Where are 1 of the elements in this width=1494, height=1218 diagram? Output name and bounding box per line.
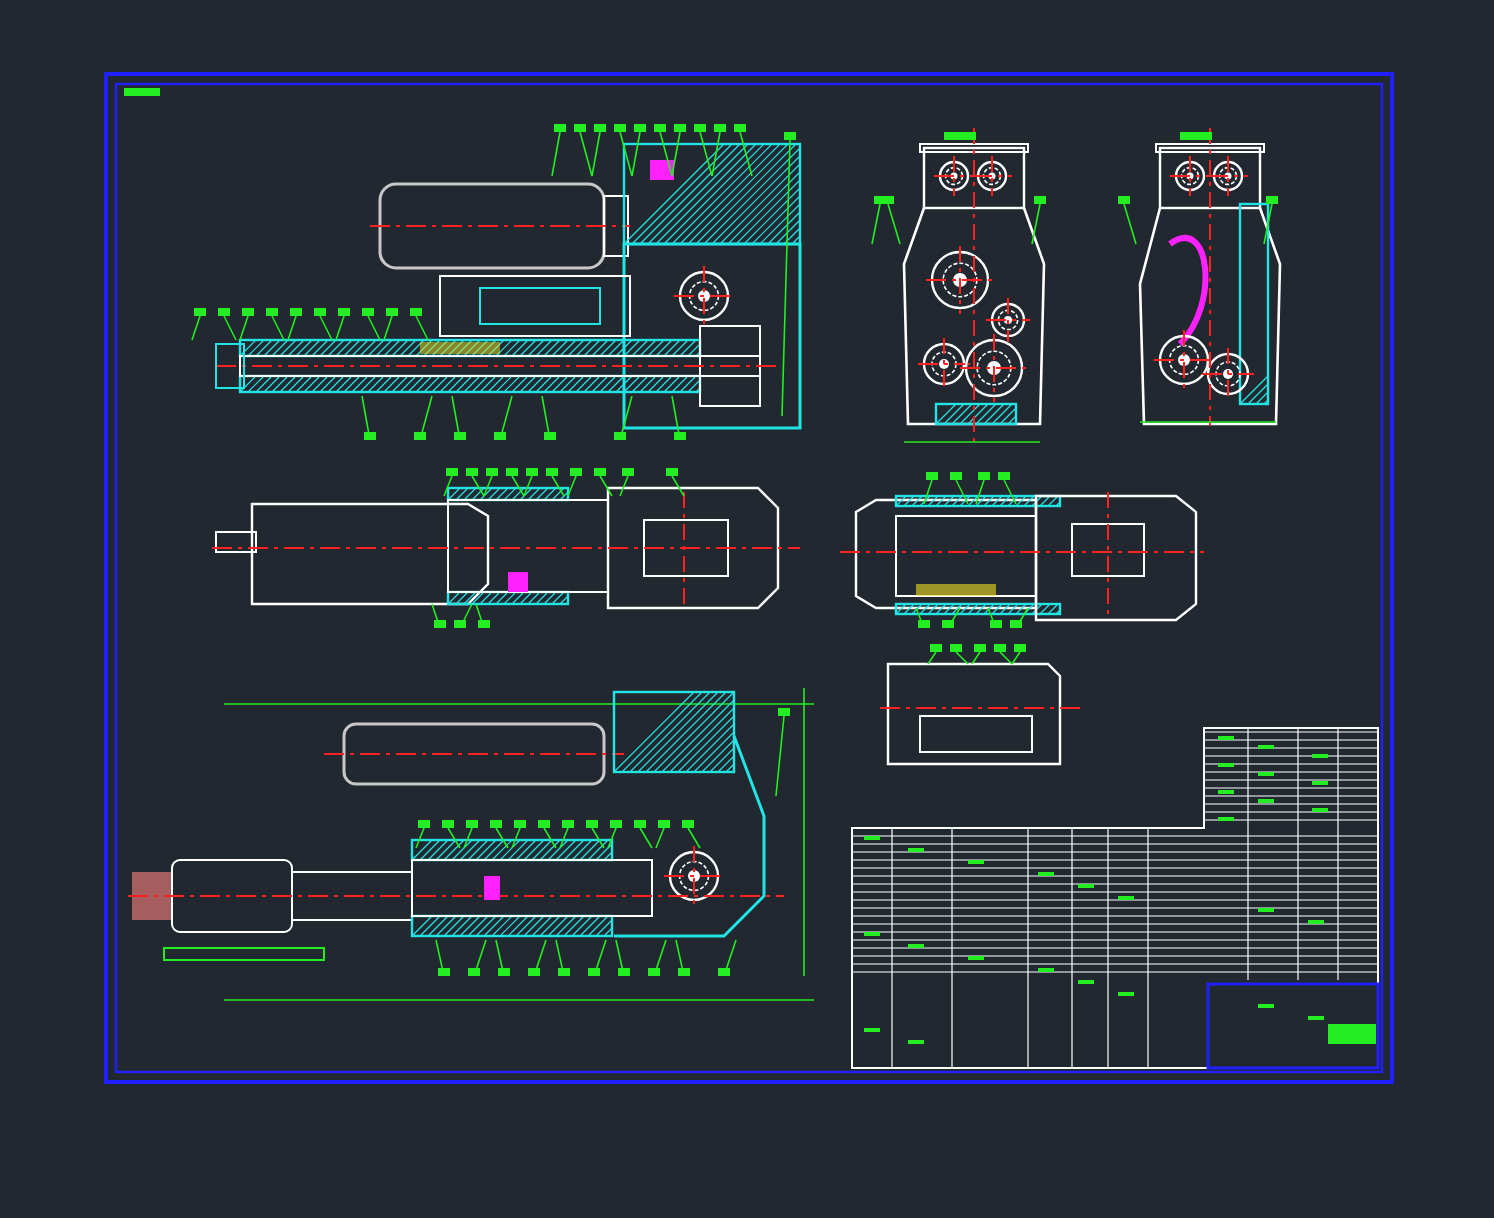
parts-list-table [848, 724, 1382, 1072]
